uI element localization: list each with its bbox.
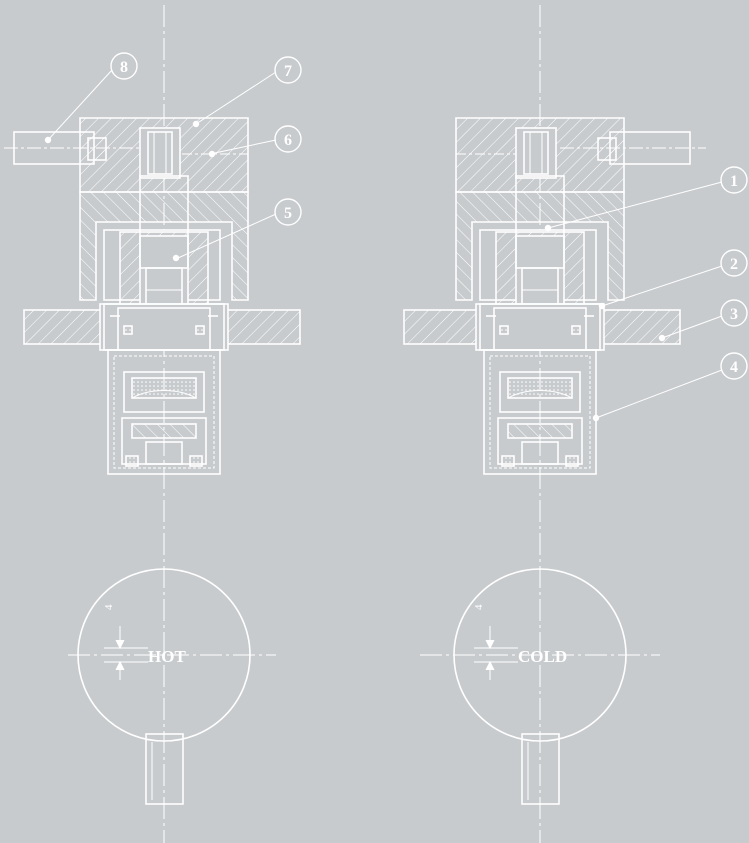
left-balloons: 8 7 6 5 [110,52,302,226]
balloon-2: 2 [720,249,748,277]
right-handle-lever [521,733,560,805]
left-cartridge [107,349,221,475]
left-dimension-value: 4 [103,604,115,610]
left-bonnet [79,191,249,301]
right-balloons: 1 2 3 4 [720,166,748,380]
balloon-label-8: 8 [120,59,128,76]
balloon-label-5: 5 [284,205,292,222]
balloon-1: 1 [720,166,748,194]
balloon-8: 8 [110,52,138,80]
balloon-6: 6 [274,125,302,153]
left-handle-lever [145,733,184,805]
balloon-label-6: 6 [284,132,292,149]
balloon-7: 7 [274,56,302,84]
balloon-5: 5 [274,198,302,226]
balloon-label-7: 7 [284,63,292,80]
balloon-label-4: 4 [730,359,738,376]
right-cartridge [483,349,597,475]
balloon-label-3: 3 [730,306,738,323]
balloon-label-2: 2 [730,256,738,273]
balloon-label-1: 1 [730,173,738,190]
hot-engraving: HOT [148,647,186,666]
right-valve-assembly [403,5,723,843]
cold-engraving: COLD [518,647,567,666]
left-valve-assembly [4,5,301,843]
balloon-3: 3 [720,299,748,327]
balloon-4: 4 [720,352,748,380]
right-dimension-value: 4 [473,604,485,610]
